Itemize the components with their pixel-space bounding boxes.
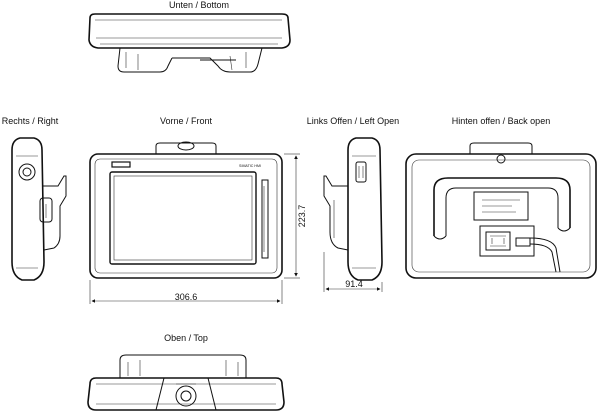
top-view-label: Oben / Top (164, 333, 208, 343)
right-view (11, 137, 67, 281)
front-view-label: Vorne / Front (160, 116, 213, 126)
left-open-view-label: Links Offen / Left Open (307, 116, 399, 126)
bottom-view-label: Unten / Bottom (169, 0, 229, 10)
height-dimension: 223.7 (297, 205, 307, 228)
width-dimension: 306.6 (175, 292, 198, 302)
logo-plate (111, 161, 131, 168)
bottom-view (88, 13, 291, 73)
top-view (87, 354, 285, 411)
brand-text: SIMATIC HMI (239, 164, 261, 168)
depth-dimension: 91.4 (345, 279, 363, 289)
right-view-label: Rechts / Right (2, 116, 59, 126)
back-open-view (405, 142, 597, 279)
left-open-view (323, 137, 383, 292)
display-screen (109, 171, 257, 265)
front-view: SIMATIC HMI (89, 141, 300, 304)
back-open-view-label: Hinten offen / Back open (452, 116, 550, 126)
